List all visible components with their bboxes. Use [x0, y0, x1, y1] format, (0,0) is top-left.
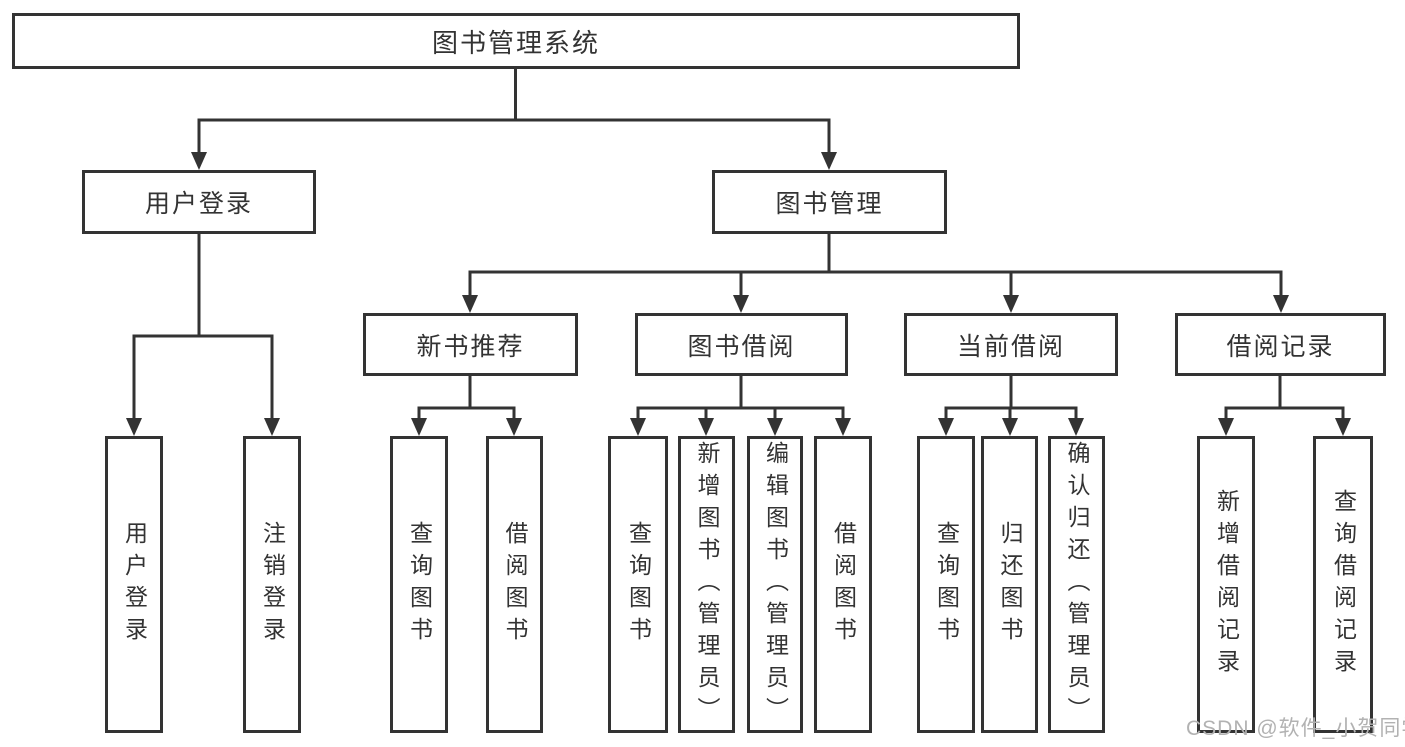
- leaf-edit-books-admin: 编辑图书（管理员）: [747, 436, 803, 733]
- leaf-query-borrow-record: 查询借阅记录: [1313, 436, 1373, 733]
- node-label: 查询借阅记录: [1330, 488, 1357, 681]
- node-label: 图书管理系统: [431, 27, 600, 58]
- node-label: 编辑图书（管理员）: [762, 440, 789, 729]
- node-current-borrowing: 当前借阅: [904, 313, 1118, 376]
- leaf-query-books-borrow: 查询图书: [608, 436, 668, 733]
- node-label: 当前借阅: [956, 332, 1065, 361]
- node-label: 归还图书: [997, 520, 1023, 649]
- node-label: 借阅图书: [830, 520, 857, 649]
- node-user-login: 用户登录: [82, 170, 316, 234]
- leaf-add-borrow-record: 新增借阅记录: [1197, 436, 1255, 733]
- node-label: 新增图书（管理员）: [694, 440, 720, 729]
- node-label: 图书管理: [775, 190, 884, 218]
- leaf-return-books: 归还图书: [981, 436, 1038, 733]
- leaf-add-books-admin: 新增图书（管理员）: [678, 436, 735, 733]
- leaf-confirm-return-admin: 确认归还（管理员）: [1048, 436, 1105, 733]
- leaf-query-books-recommend: 查询图书: [390, 436, 448, 733]
- node-book-borrowing: 图书借阅: [635, 313, 848, 376]
- node-label: 查询图书: [933, 520, 960, 649]
- arrowheads: [126, 152, 1351, 436]
- csdn-watermark: CSDN @软件_小贺同学: [1186, 717, 1405, 740]
- node-label: 确认归还（管理员）: [1064, 440, 1090, 729]
- node-label: 借阅记录: [1226, 332, 1335, 361]
- node-borrowing-records: 借阅记录: [1175, 313, 1386, 376]
- leaf-borrow-books: 借阅图书: [814, 436, 872, 733]
- node-label: 查询图书: [625, 520, 652, 649]
- node-label: 用户登录: [144, 190, 253, 218]
- node-label: 新增借阅记录: [1213, 488, 1240, 681]
- node-label: 注销登录: [259, 520, 286, 649]
- node-label: 借阅图书: [502, 520, 528, 649]
- leaf-borrow-books-recommend: 借阅图书: [486, 436, 543, 733]
- leaf-user-login: 用户登录: [105, 436, 163, 733]
- node-label: 新书推荐: [416, 332, 525, 361]
- node-library-system: 图书管理系统: [12, 13, 1020, 69]
- node-label: 查询图书: [406, 520, 433, 649]
- node-new-book-recommendation: 新书推荐: [363, 313, 578, 376]
- node-book-management: 图书管理: [712, 170, 947, 234]
- leaf-query-books-current: 查询图书: [917, 436, 975, 733]
- leaf-logout: 注销登录: [243, 436, 301, 733]
- node-label: 图书借阅: [687, 332, 796, 361]
- node-label: 用户登录: [121, 520, 148, 649]
